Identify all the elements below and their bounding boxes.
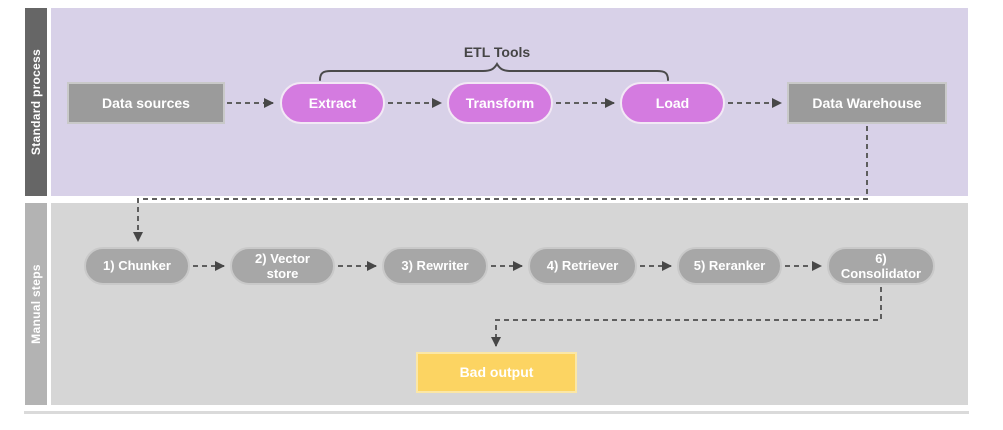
- swimlane-standard-process-bar: Standard process: [25, 8, 47, 196]
- node-vector-store: 2) Vector store: [230, 247, 335, 285]
- swimlane-standard-process-label: Standard process: [29, 48, 44, 156]
- node-load: Load: [620, 82, 725, 124]
- node-data-sources: Data sources: [67, 82, 225, 124]
- diagram-bottom-border: [24, 411, 969, 414]
- node-reranker: 5) Reranker: [677, 247, 782, 285]
- node-retriever: 4) Retriever: [528, 247, 637, 285]
- swimlane-manual-steps-bar: Manual steps: [25, 203, 47, 405]
- node-extract: Extract: [280, 82, 385, 124]
- node-data-warehouse: Data Warehouse: [787, 82, 947, 124]
- swimlane-manual-steps-label: Manual steps: [29, 264, 43, 344]
- node-consolidator: 6) Consolidator: [827, 247, 935, 285]
- node-rewriter: 3) Rewriter: [382, 247, 488, 285]
- etl-tools-brace-label: ETL Tools: [463, 44, 531, 60]
- node-bad-output: Bad output: [416, 352, 577, 393]
- node-transform: Transform: [447, 82, 553, 124]
- node-chunker: 1) Chunker: [84, 247, 190, 285]
